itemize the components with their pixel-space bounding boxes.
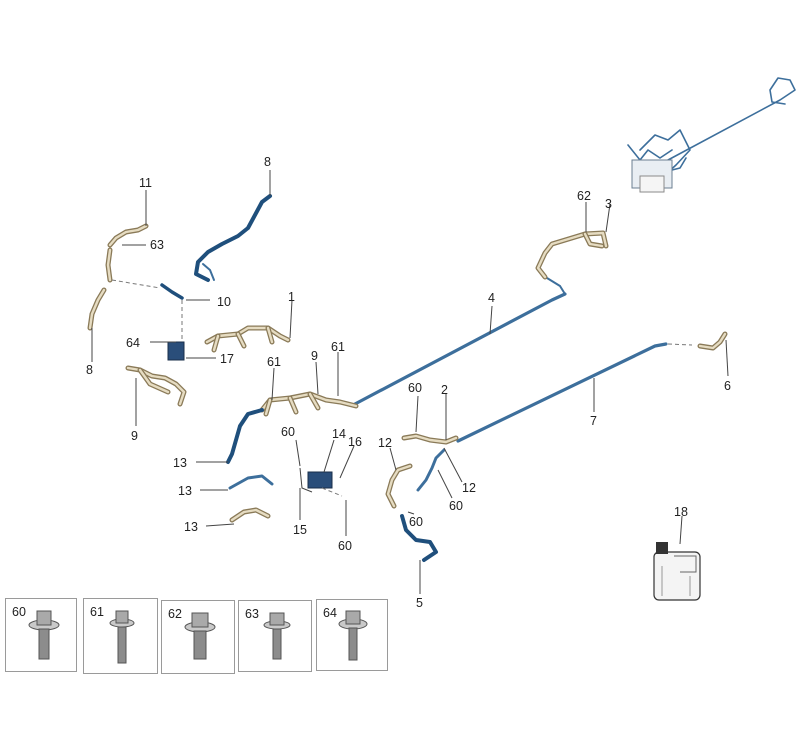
callout-13-lower: 13 bbox=[184, 520, 198, 534]
callout-16: 16 bbox=[348, 435, 362, 449]
callout-64: 64 bbox=[126, 336, 140, 350]
callout-62: 62 bbox=[577, 189, 591, 203]
bolt-61-icon bbox=[109, 610, 135, 664]
hose-part-2 bbox=[401, 433, 459, 445]
callout-8-upper: 8 bbox=[264, 155, 271, 169]
bracket-part-17 bbox=[167, 300, 185, 361]
hose-part-11 bbox=[105, 223, 149, 283]
callout-13-middle: 13 bbox=[178, 484, 192, 498]
callout-61-right: 61 bbox=[331, 340, 345, 354]
hose-part-8-upper bbox=[194, 194, 272, 282]
hose-part-9-center bbox=[259, 391, 359, 417]
callout-12-left: 12 bbox=[378, 436, 392, 450]
hose-part-5 bbox=[400, 514, 438, 562]
fastener-box-62: 62 bbox=[161, 600, 235, 674]
callout-61-left: 61 bbox=[267, 355, 281, 369]
callout-labels: 8 11 63 10 8 64 17 9 1 9 61 61 4 3 62 6 … bbox=[86, 155, 731, 610]
fastener-label: 61 bbox=[90, 605, 104, 619]
fluid-container-part-18 bbox=[653, 542, 701, 601]
callout-15: 15 bbox=[293, 523, 307, 537]
callout-7: 7 bbox=[590, 414, 597, 428]
callout-3: 3 bbox=[605, 197, 612, 211]
fastener-label: 63 bbox=[245, 607, 259, 621]
callout-5: 5 bbox=[416, 596, 423, 610]
callout-18: 18 bbox=[674, 505, 688, 519]
hose-part-10 bbox=[160, 283, 184, 300]
fastener-label: 64 bbox=[323, 606, 337, 620]
hose-part-13-middle bbox=[228, 474, 274, 490]
hose-part-13-lower bbox=[229, 507, 271, 523]
callout-60-center: 60 bbox=[281, 425, 295, 439]
callout-9-center: 9 bbox=[311, 349, 318, 363]
callout-60-bottom: 60 bbox=[338, 539, 352, 553]
callout-8-left: 8 bbox=[86, 363, 93, 377]
callout-4: 4 bbox=[488, 291, 495, 305]
hose-part-12-right bbox=[416, 448, 446, 492]
abs-module-harness bbox=[627, 77, 796, 193]
callout-2: 2 bbox=[441, 383, 448, 397]
callout-9-left: 9 bbox=[131, 429, 138, 443]
bolt-60-icon bbox=[28, 610, 60, 660]
fastener-box-60: 60 bbox=[5, 598, 77, 672]
callout-14: 14 bbox=[332, 427, 346, 441]
hose-part-13-upper bbox=[226, 408, 264, 464]
bolt-64-icon bbox=[338, 610, 368, 661]
callout-12-right: 12 bbox=[462, 481, 476, 495]
callout-17: 17 bbox=[220, 352, 234, 366]
fastener-label: 60 bbox=[12, 605, 26, 619]
hose-part-3 bbox=[535, 230, 609, 280]
callout-60-lower: 60 bbox=[409, 515, 423, 529]
hose-part-8-left bbox=[87, 287, 107, 331]
callout-1: 1 bbox=[288, 290, 295, 304]
valve-block-part-14 bbox=[299, 467, 343, 497]
callout-11: 11 bbox=[139, 176, 152, 190]
fastener-label: 62 bbox=[168, 607, 182, 621]
leader-lines bbox=[91, 170, 729, 594]
callout-6: 6 bbox=[724, 379, 731, 393]
bolt-62-icon bbox=[184, 612, 216, 660]
fastener-box-64: 64 bbox=[316, 599, 388, 671]
fastener-box-61: 61 bbox=[83, 598, 158, 674]
brake-pipe-part-4 bbox=[353, 277, 567, 406]
bolt-63-icon bbox=[263, 612, 291, 660]
hose-part-1 bbox=[204, 325, 291, 353]
hose-part-6 bbox=[697, 331, 728, 351]
callout-63: 63 bbox=[150, 238, 164, 252]
callout-60-upper: 60 bbox=[408, 381, 422, 395]
callout-60-right: 60 bbox=[449, 499, 463, 513]
hose-part-12-left bbox=[385, 463, 413, 509]
hose-part-9-left bbox=[125, 365, 187, 407]
fastener-box-63: 63 bbox=[238, 600, 312, 672]
brake-pipe-part-7 bbox=[456, 342, 693, 443]
callout-13-upper: 13 bbox=[173, 456, 187, 470]
callout-10: 10 bbox=[217, 295, 231, 309]
